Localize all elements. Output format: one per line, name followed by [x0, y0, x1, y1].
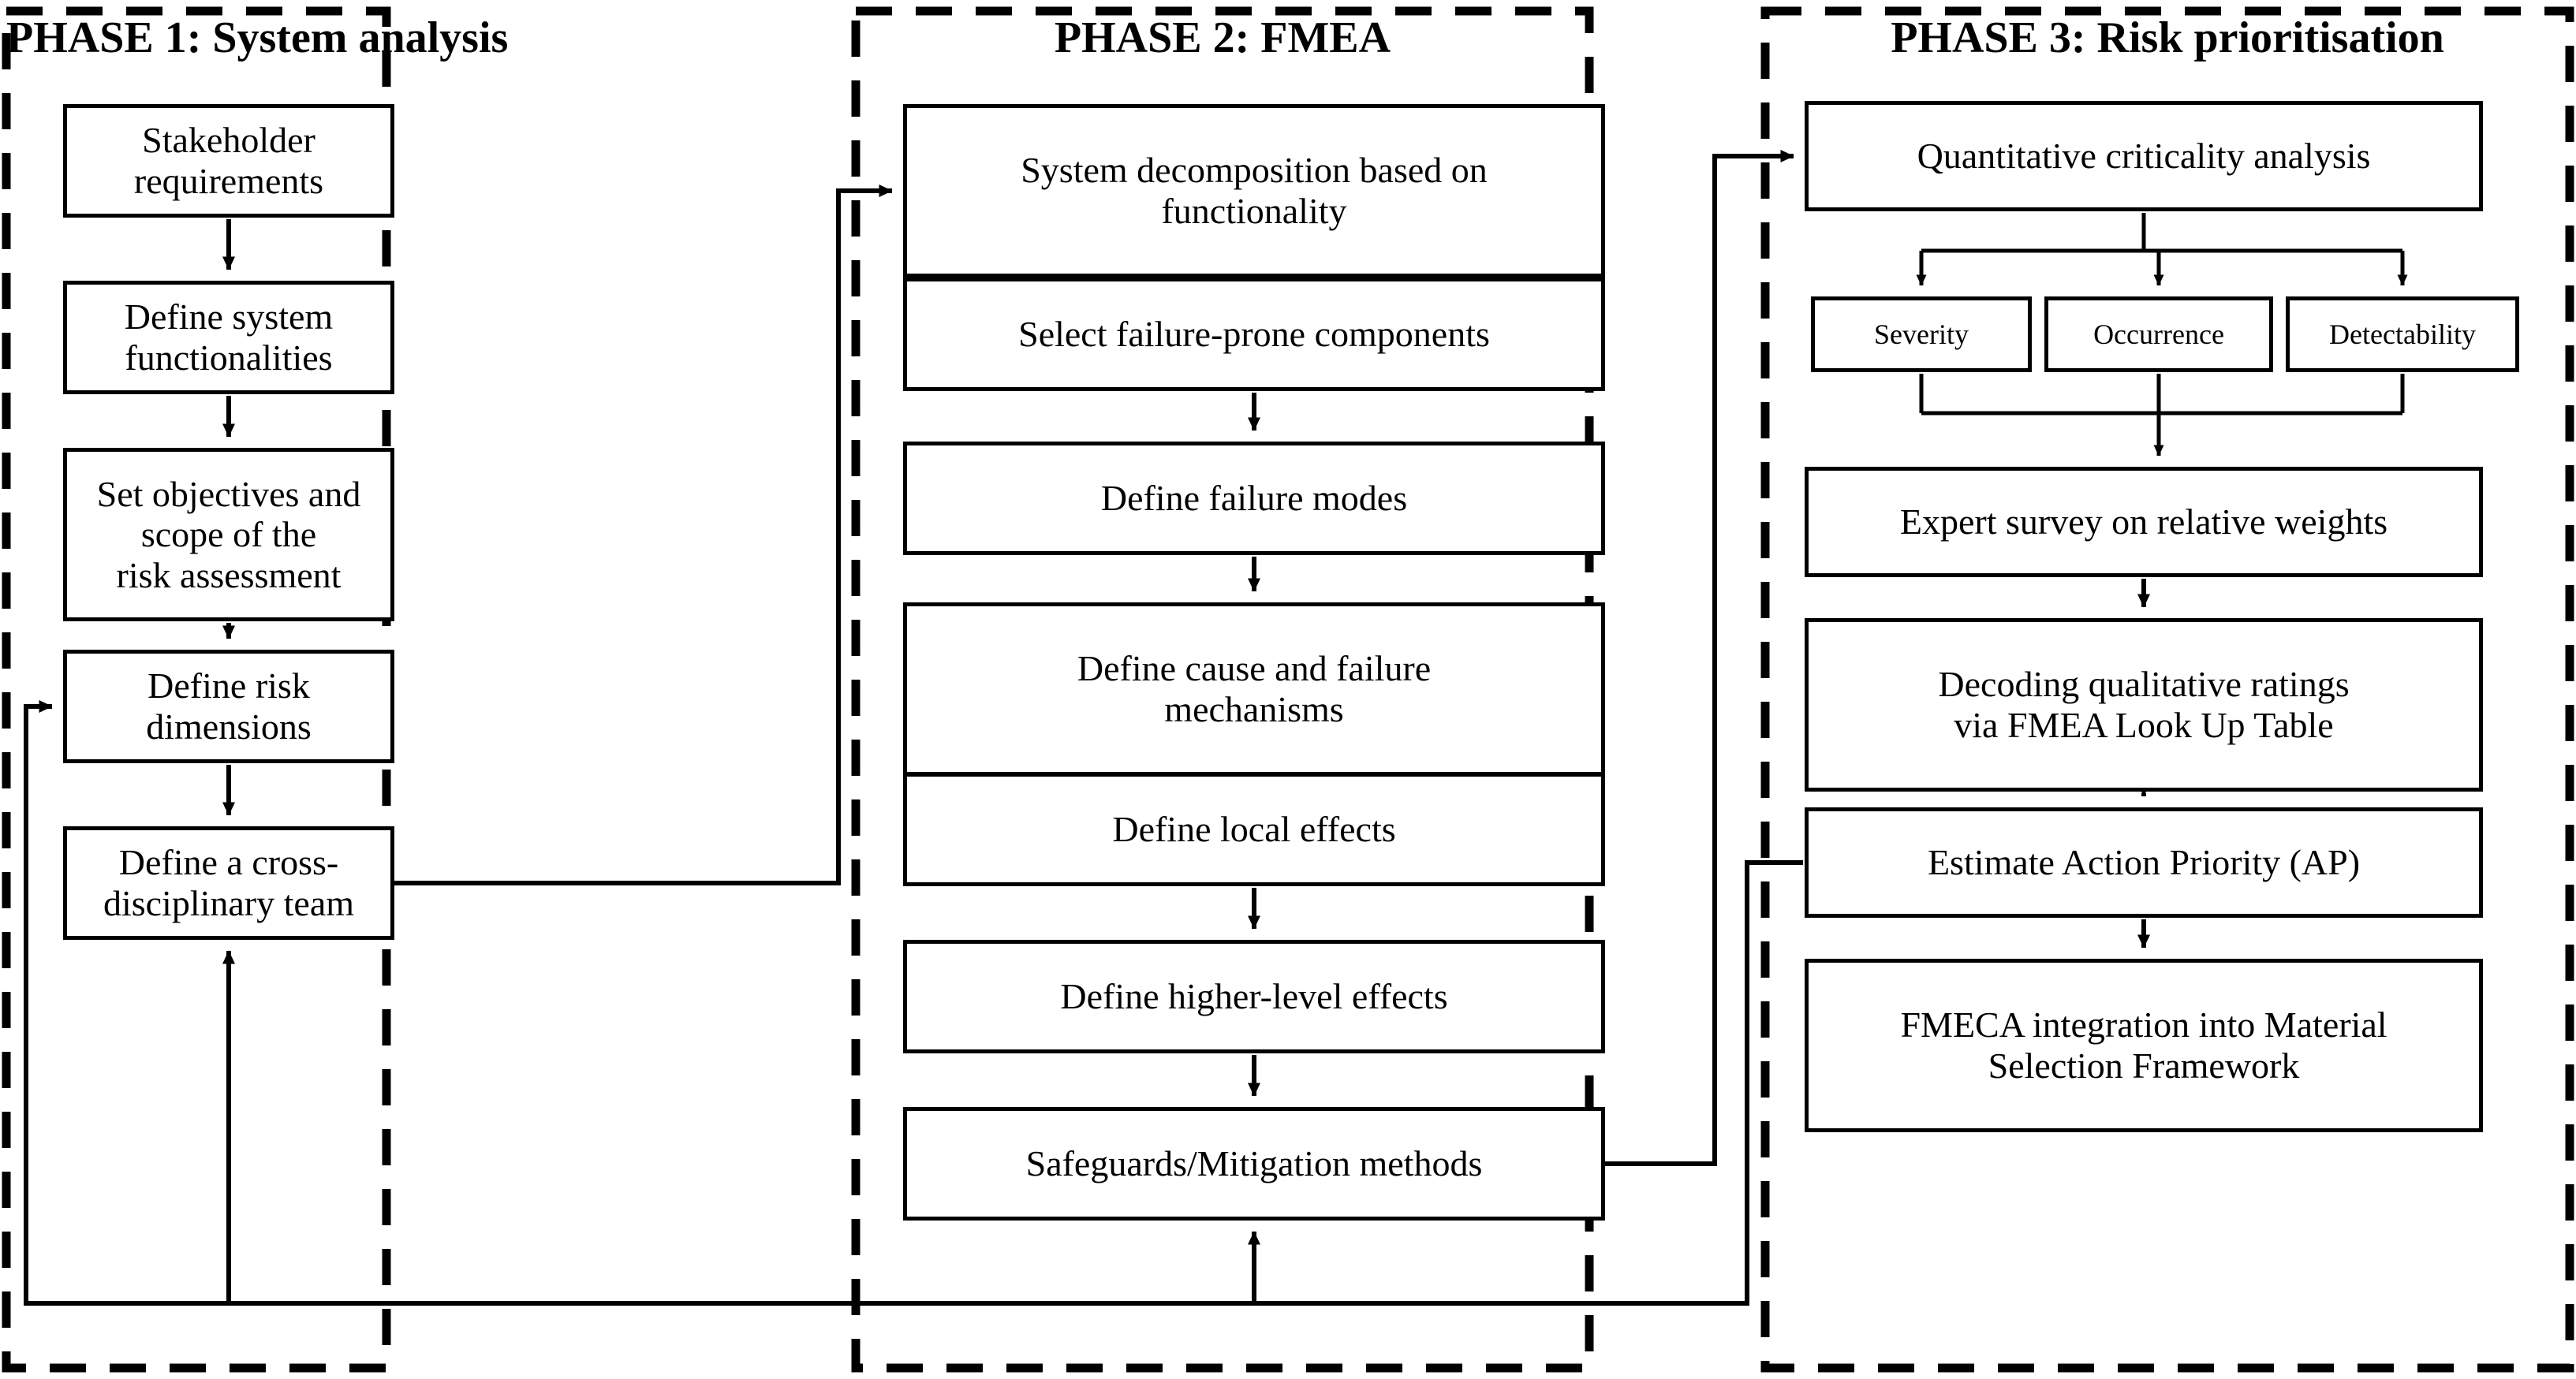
p3-factor-detectability[interactable]: Detectability — [2286, 296, 2519, 372]
phase2-title: PHASE 2: FMEA — [1054, 13, 1391, 62]
p1-step-3[interactable]: Set objectives and scope of the risk ass… — [63, 448, 394, 621]
p2-step-4-label-line2: mechanisms — [1164, 689, 1344, 729]
p3-step-3-label: Expert survey on relative weights — [1899, 501, 2388, 542]
p2-step-3[interactable]: Define failure modes — [903, 442, 1605, 555]
p2-step-1-label-line2: functionality — [1161, 191, 1347, 231]
p2-step-1-label-line1: System decomposition based on — [1021, 150, 1488, 191]
p3-factor-severity-label: Severity — [1874, 318, 1969, 350]
p2-step-5[interactable]: Define local effects — [903, 773, 1605, 886]
p2-step-1[interactable]: System decomposition based on functional… — [903, 104, 1605, 278]
p1-step-5[interactable]: Define a cross-disciplinary team — [63, 826, 394, 940]
p1-step-2[interactable]: Define system functionalities — [63, 281, 394, 394]
phase1-dashed-border — [2, 6, 391, 1373]
p3-step-5[interactable]: Estimate Action Priority (AP) — [1805, 807, 2483, 918]
p2-step-2-label: Select failure-prone components — [1018, 314, 1490, 355]
p2-step-7[interactable]: Safeguards/Mitigation methods — [903, 1107, 1605, 1221]
p3-factor-occurrence[interactable]: Occurrence — [2044, 296, 2273, 372]
p2-step-4[interactable]: Define cause and failure mechanisms — [903, 602, 1605, 776]
p3-factor-detectability-label: Detectability — [2329, 318, 2476, 350]
p2-step-6[interactable]: Define higher-level effects — [903, 940, 1605, 1053]
p3-step-6-label-line2: Selection Framework — [1988, 1045, 2300, 1086]
p2-step-6-label: Define higher-level effects — [1060, 976, 1448, 1017]
p1-step-1-label: Stakeholder requirements — [133, 120, 324, 201]
feedback-trunk-from-ap — [24, 700, 1803, 1306]
p2-step-7-label: Safeguards/Mitigation methods — [1025, 1143, 1483, 1184]
phase1-title: PHASE 1: System analysis — [6, 13, 509, 62]
p3-step-4[interactable]: Decoding qualitative ratings via FMEA Lo… — [1805, 618, 2483, 792]
p3-step-4-label-line1: Decoding qualitative ratings — [1938, 664, 2350, 705]
p3-step-1-label: Quantitative criticality analysis — [1917, 136, 2371, 177]
p3-factor-severity[interactable]: Severity — [1811, 296, 2032, 372]
p1-step-3-label-line2: risk assessment — [116, 554, 342, 595]
p3-factor-occurrence-label: Occurrence — [2093, 318, 2224, 350]
p1-step-4[interactable]: Define risk dimensions — [63, 650, 394, 763]
p2-step-3-label: Define failure modes — [1100, 478, 1408, 519]
p3-step-1[interactable]: Quantitative criticality analysis — [1805, 101, 2483, 211]
p2-step-4-label-line1: Define cause and failure — [1077, 648, 1432, 689]
p3-step-3[interactable]: Expert survey on relative weights — [1805, 467, 2483, 577]
p1-step-4-label: Define risk dimensions — [146, 665, 312, 747]
connector-p1s5-to-p2s1 — [394, 184, 893, 885]
p2-step-5-label: Define local effects — [1112, 809, 1396, 850]
p1-step-3-label-line1: Set objectives and scope of the — [96, 473, 361, 555]
p1-step-2-label: Define system functionalities — [124, 296, 334, 378]
p1-step-5-label: Define a cross-disciplinary team — [103, 842, 355, 923]
p3-step-5-label: Estimate Action Priority (AP) — [1927, 842, 2361, 883]
p1-step-1[interactable]: Stakeholder requirements — [63, 104, 394, 218]
p3-step-6[interactable]: FMECA integration into Material Selectio… — [1805, 959, 2483, 1132]
p2-step-2[interactable]: Select failure-prone components — [903, 278, 1605, 391]
p3-step-6-label-line1: FMECA integration into Material — [1900, 1004, 2387, 1045]
p3-step-4-label-line2: via FMEA Look Up Table — [1954, 705, 2334, 745]
phase3-title: PHASE 3: Risk prioritisation — [1891, 13, 2444, 62]
